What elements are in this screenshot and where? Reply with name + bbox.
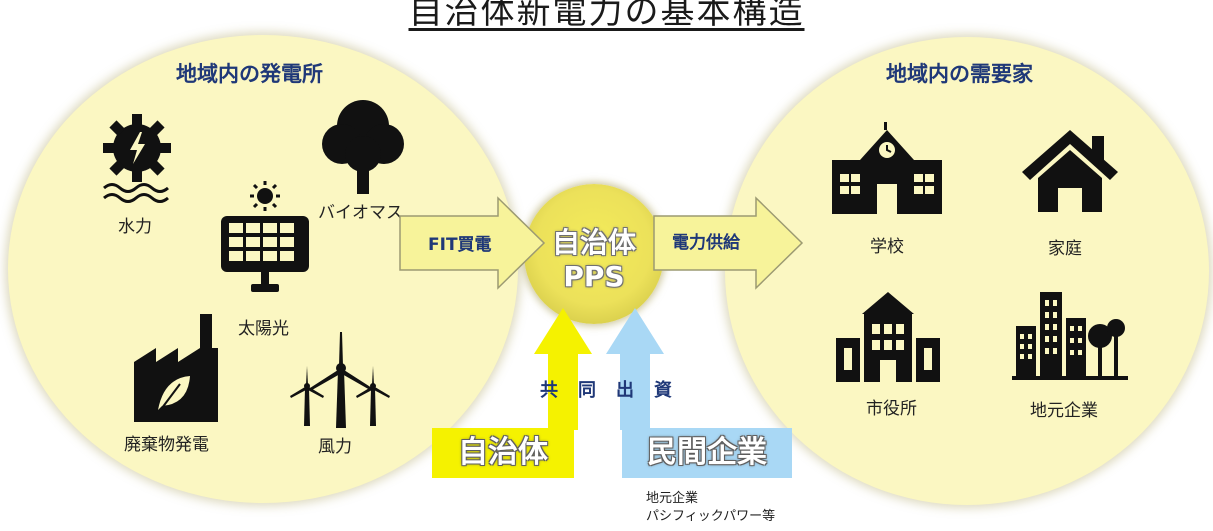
wind-turbine-icon xyxy=(290,332,390,428)
pps-line2: PPS xyxy=(563,260,625,293)
pps-line1: 自治体 xyxy=(551,226,636,259)
house-icon xyxy=(1022,130,1118,212)
biomass-label: バイオマス xyxy=(318,203,403,223)
office-buildings-icon xyxy=(1012,292,1128,380)
solar-panel-icon xyxy=(221,181,309,292)
municipality-box-label: 自治体 xyxy=(458,435,548,470)
municipality-box: 自治体 xyxy=(432,428,574,478)
pps-circle xyxy=(524,184,664,324)
private-companies-box-label: 民間企業 xyxy=(647,435,767,470)
private-companies-box: 民間企業 xyxy=(622,428,792,478)
factory-icon xyxy=(134,314,218,422)
school-icon xyxy=(832,122,942,214)
fit-arrow: FIT買電 xyxy=(399,196,546,290)
school-label: 学校 xyxy=(870,237,904,257)
tree-icon xyxy=(322,100,404,194)
home-label: 家庭 xyxy=(1048,239,1082,259)
private-note-line1: 地元企業 xyxy=(646,491,699,506)
joint-investment-label: 共同出資 xyxy=(540,380,692,401)
power-plants-heading: 地域内の発電所 xyxy=(176,62,323,86)
fit-arrow-label: FIT買電 xyxy=(428,235,492,255)
private-investment-arrow xyxy=(606,308,664,430)
solar-label: 太陽光 xyxy=(238,319,289,339)
local-business-label: 地元企業 xyxy=(1030,401,1098,421)
private-companies-note: 地元企業 パシフィックパワー等 xyxy=(646,490,775,526)
city-hall-label: 市役所 xyxy=(866,399,917,419)
wind-label: 風力 xyxy=(318,437,352,457)
supply-arrow-label: 電力供給 xyxy=(672,232,741,253)
hydro-label: 水力 xyxy=(118,217,152,237)
consumers-heading: 地域内の需要家 xyxy=(886,62,1033,86)
private-note-line2: パシフィックパワー等 xyxy=(646,509,776,524)
pps-title: 自治体 PPS xyxy=(524,226,664,294)
right-circle xyxy=(725,37,1209,505)
hydro-icon xyxy=(103,114,171,203)
page-title: 自治体新電力の基本構造 xyxy=(408,0,805,32)
city-hall-icon xyxy=(836,292,940,382)
waste-label: 廃棄物発電 xyxy=(124,435,209,455)
municipality-investment-arrow xyxy=(534,308,592,430)
supply-arrow: 電力供給 xyxy=(653,196,804,290)
